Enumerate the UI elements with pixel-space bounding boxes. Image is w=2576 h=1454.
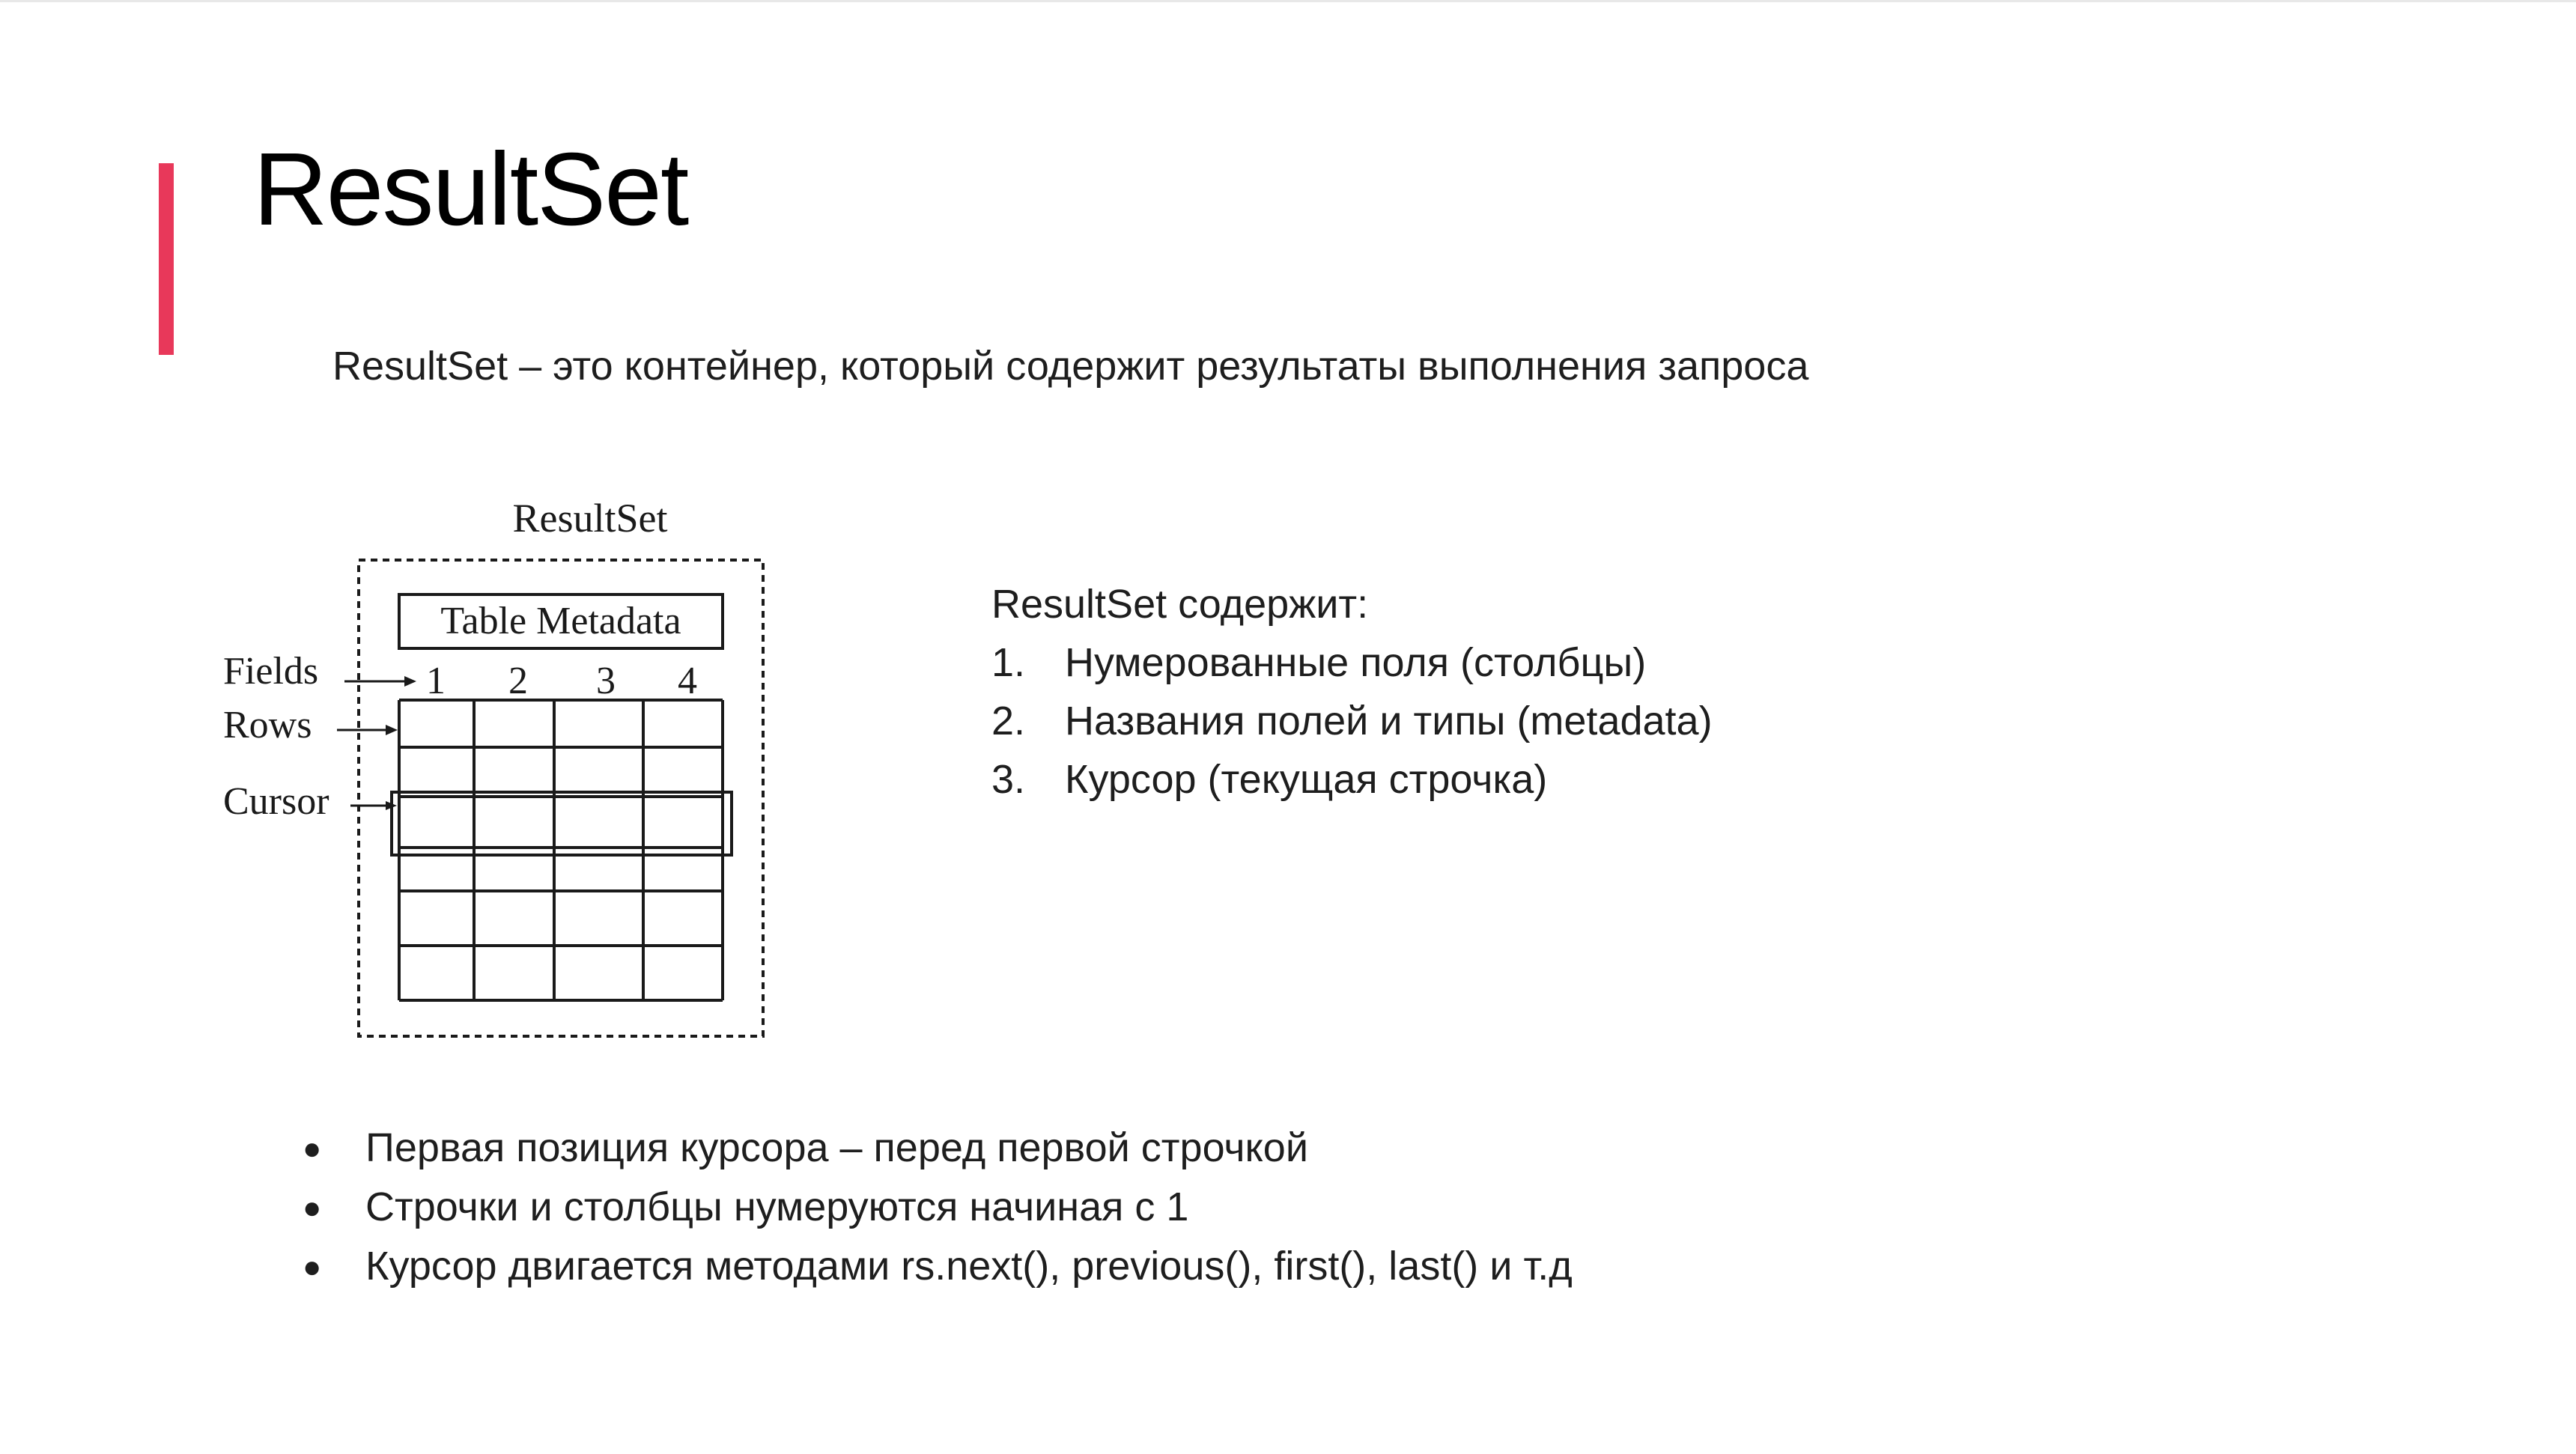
bullet-icon: ● [303, 1190, 322, 1225]
bullet-icon: ● [303, 1249, 322, 1284]
bullet-item: ● Первая позиция курсора – перед первой … [303, 1119, 1573, 1178]
cursor-label: Cursor [223, 780, 329, 823]
fields-label: Fields [223, 650, 318, 693]
fields-arrow [344, 676, 416, 687]
column-number-1: 1 [426, 660, 446, 702]
diagram-title: ResultSet [512, 496, 667, 541]
bullet-text: Первая позиция курсора – перед первой ст… [365, 1125, 1308, 1170]
cursor-highlight [390, 791, 733, 857]
top-divider [0, 0, 2576, 2]
column-number-4: 4 [678, 660, 697, 702]
list-item-number: 3. [991, 757, 1026, 802]
list-item: 1. Нумерованные поля (столбцы) [991, 633, 1713, 692]
table-metadata-label: Table Metadata [440, 600, 681, 642]
data-grid [398, 699, 724, 1002]
column-number-2: 2 [508, 660, 528, 702]
column-number-3: 3 [596, 660, 616, 702]
bullet-icon: ● [303, 1131, 322, 1166]
rows-label: Rows [223, 704, 312, 746]
contains-list: ResultSet содержит: 1. Нумерованные поля… [991, 575, 1713, 809]
table-metadata-box [398, 593, 724, 650]
bullet-text: Строчки и столбцы нумеруются начиная с 1 [365, 1184, 1189, 1229]
notes-list: ● Первая позиция курсора – перед первой … [303, 1119, 1573, 1296]
contains-heading: ResultSet содержит: [991, 582, 1369, 627]
list-item-text: Курсор (текущая строчка) [1065, 757, 1548, 802]
title-accent-bar [159, 163, 174, 355]
list-item: 2. Названия полей и типы (metadata) [991, 692, 1713, 750]
list-item-text: Названия полей и типы (metadata) [1065, 699, 1713, 743]
list-item-number: 2. [991, 699, 1026, 743]
bullet-item: ● Строчки и столбцы нумеруются начиная с… [303, 1178, 1573, 1237]
resultset-container [357, 559, 765, 1038]
slide-subtitle: ResultSet – это контейнер, который содер… [332, 344, 1809, 389]
resultset-diagram: ResultSet Table Metadata Fields Rows Cur… [223, 496, 765, 1038]
bullet-item: ● Курсор двигается методами rs.next(), p… [303, 1237, 1573, 1296]
list-item-text: Нумерованные поля (столбцы) [1065, 640, 1647, 685]
list-item: 3. Курсор (текущая строчка) [991, 750, 1713, 809]
bullet-text: Курсор двигается методами rs.next(), pre… [365, 1244, 1573, 1289]
list-item-number: 1. [991, 640, 1026, 685]
slide-title: ResultSet [253, 132, 689, 247]
rows-arrow [337, 725, 398, 735]
